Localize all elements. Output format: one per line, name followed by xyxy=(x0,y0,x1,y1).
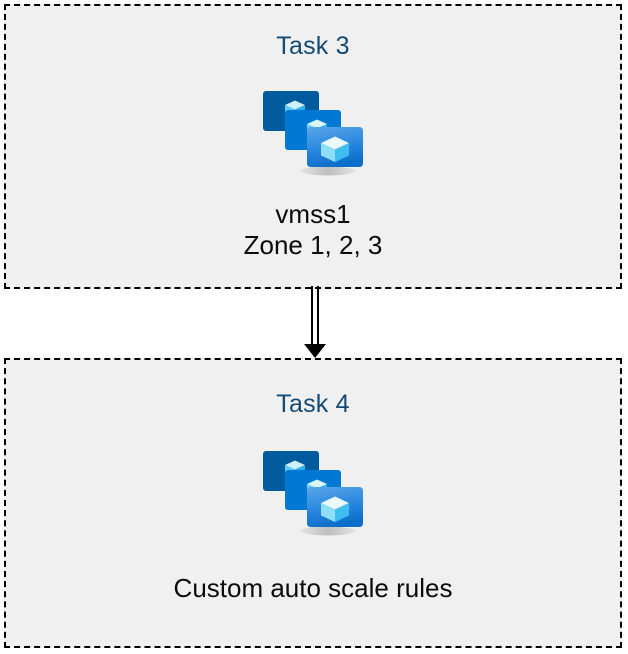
connector-arrow-task3-to-task4 xyxy=(296,286,336,360)
caption-line: Custom auto scale rules xyxy=(173,573,453,603)
caption-line: vmss1 xyxy=(275,199,351,229)
caption-line: Zone 1, 2, 3 xyxy=(243,229,383,260)
task-box-task4[interactable]: Task 4 xyxy=(4,358,622,648)
task-caption: Custom auto scale rules xyxy=(174,573,453,604)
azure-vmss-icon xyxy=(259,443,367,537)
task-heading: Task 3 xyxy=(276,32,350,60)
task-caption: vmss1 Zone 1, 2, 3 xyxy=(244,199,383,260)
task-heading: Task 4 xyxy=(276,390,350,418)
azure-vmss-icon xyxy=(259,83,367,177)
task-box-task3[interactable]: Task 3 xyxy=(4,4,622,289)
